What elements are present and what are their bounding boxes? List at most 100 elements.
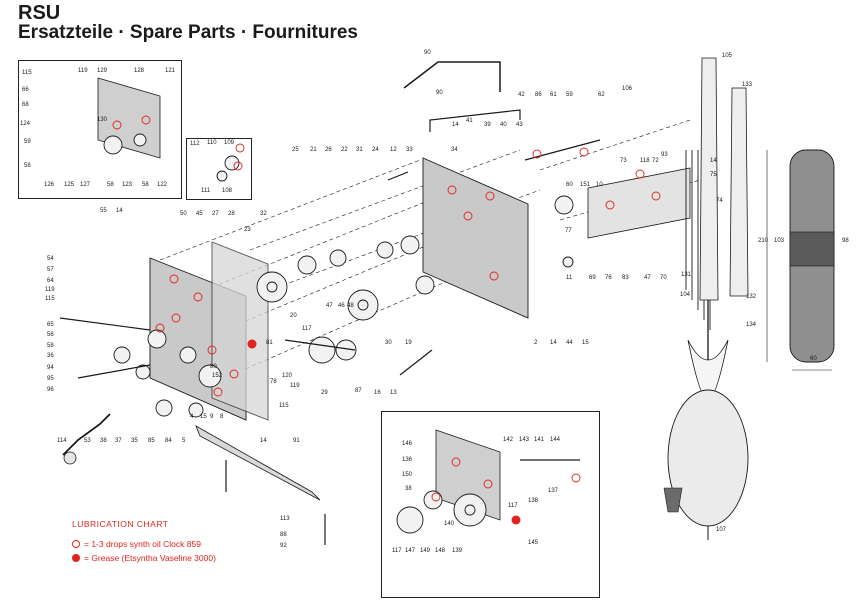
part-number: 56 (47, 332, 54, 338)
part-number: 121 (165, 68, 176, 74)
part-number: 144 (550, 437, 561, 443)
part-number: 150 (402, 472, 413, 478)
part-number: 65 (47, 322, 54, 328)
part-number: 29 (321, 390, 328, 396)
part-number: 124 (20, 121, 31, 127)
part-number: 128 (134, 68, 145, 74)
oil-legend-text: = 1-3 drops synth oil Clock 859 (84, 539, 201, 549)
part-number: 112 (190, 141, 200, 147)
part-number: 11 (566, 275, 573, 281)
part-number: 210 (758, 238, 769, 244)
part-number: 74 (716, 198, 723, 204)
part-number: 86 (535, 92, 542, 98)
part-number: 31 (356, 147, 363, 153)
oil-legend-row: = 1-3 drops synth oil Clock 859 (72, 537, 216, 551)
part-number: 76 (605, 275, 612, 281)
lubrication-heading: LUBRICATION CHART (72, 519, 169, 529)
part-number: 119 (290, 383, 300, 389)
part-number: 88 (280, 532, 287, 538)
part-number: 129 (97, 68, 108, 74)
part-number: 9 (210, 414, 214, 420)
part-number: 19 (405, 340, 412, 346)
part-number: 139 (452, 548, 463, 554)
part-number: 37 (115, 438, 122, 444)
part-number: 152 (212, 373, 223, 379)
part-number: 136 (402, 457, 413, 463)
part-number: 32 (260, 211, 267, 217)
part-number: 2 (534, 340, 538, 346)
part-number: 95 (47, 376, 54, 382)
part-number: 110 (207, 140, 217, 146)
part-number: 25 (292, 147, 299, 153)
part-number: 131 (681, 272, 692, 278)
part-number: 62 (598, 92, 605, 98)
part-number: 122 (157, 182, 168, 188)
part-number: 130 (97, 117, 108, 123)
part-number: 115 (22, 70, 32, 76)
part-number: 146 (402, 441, 413, 447)
part-number: 81 (266, 340, 273, 346)
part-number: 46 (338, 303, 345, 309)
part-number: 145 (528, 540, 539, 546)
part-number: 28 (228, 211, 235, 217)
part-number: 75 (710, 172, 717, 178)
page-title: RSU (18, 2, 61, 24)
part-number: 23 (244, 227, 251, 233)
part-number: 92 (280, 543, 287, 549)
part-number: 132 (746, 294, 757, 300)
part-number: 55 (100, 208, 107, 214)
lubrication-chart: LUBRICATION CHART = 1-3 drops synth oil … (72, 517, 216, 565)
part-number: 119 (45, 287, 55, 293)
part-number: 114 (57, 438, 67, 444)
part-number: 107 (716, 527, 727, 533)
part-number: 59 (566, 92, 573, 98)
part-number: 61 (550, 92, 557, 98)
part-number: 26 (325, 147, 332, 153)
part-number: 80 (210, 364, 217, 370)
grease-legend-row: = Grease (Etsyntha Vaseline 3000) (72, 551, 216, 565)
part-number: 125 (64, 182, 75, 188)
part-number: 48 (347, 303, 354, 309)
part-number: 96 (47, 387, 54, 393)
part-number: 58 (24, 163, 31, 169)
part-number: 20 (290, 313, 297, 319)
part-number: 127 (80, 182, 91, 188)
part-number: 60 (566, 182, 573, 188)
part-number: 105 (722, 53, 733, 59)
part-number: 54 (47, 256, 54, 262)
part-number: 27 (212, 211, 219, 217)
part-number: 78 (270, 379, 277, 385)
part-number: 64 (47, 278, 54, 284)
part-number: 47 (326, 303, 333, 309)
part-number: 115 (45, 296, 55, 302)
part-number: 109 (224, 140, 235, 146)
part-number: 98 (842, 238, 849, 244)
part-number: 14 (452, 122, 459, 128)
grease-legend-text: = Grease (Etsyntha Vaseline 3000) (84, 553, 216, 563)
part-number: 58 (142, 182, 149, 188)
part-number: 77 (565, 228, 572, 234)
part-number: 53 (84, 438, 91, 444)
part-number: 143 (519, 437, 530, 443)
part-number: 106 (622, 86, 633, 92)
part-number: 14 (710, 158, 717, 164)
part-number: 59 (24, 139, 31, 145)
part-number: 69 (589, 275, 596, 281)
part-number: 149 (420, 548, 431, 554)
part-number: 30 (385, 340, 392, 346)
part-number: 24 (372, 147, 379, 153)
part-number: 137 (548, 488, 559, 494)
part-number: 85 (148, 438, 155, 444)
part-number: 120 (282, 373, 293, 379)
part-number: 91 (293, 438, 300, 444)
part-number: 47 (644, 275, 651, 281)
part-number: 68 (22, 102, 29, 108)
part-number: 22 (341, 147, 348, 153)
part-number: 108 (222, 188, 233, 194)
part-number: 117 (392, 548, 402, 554)
part-number: 34 (451, 147, 458, 153)
grease-dot-icon (72, 554, 80, 562)
part-number: 90 (436, 90, 443, 96)
part-number: 118 (640, 158, 650, 164)
part-number: 134 (746, 322, 757, 328)
